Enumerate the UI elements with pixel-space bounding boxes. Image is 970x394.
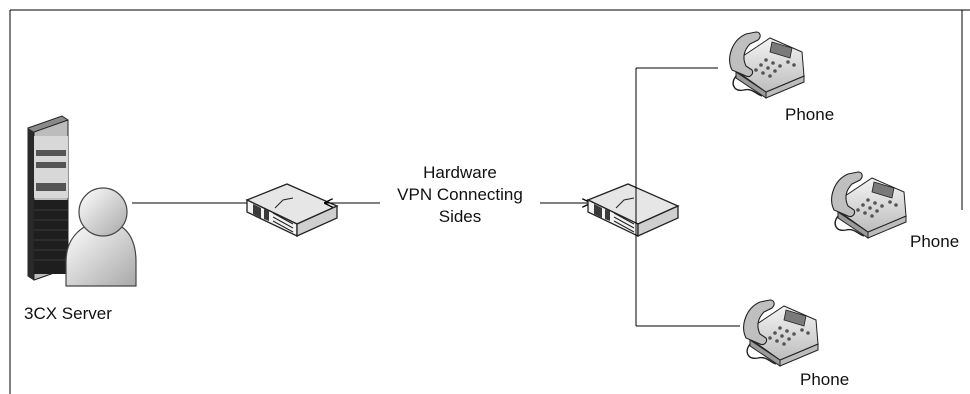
vpn-label-line-3: Sides xyxy=(438,207,482,226)
phone-2-icon xyxy=(830,171,907,239)
vpn-device-left-icon xyxy=(246,183,338,237)
phone-3-label: Phone xyxy=(800,370,850,389)
vpn-label: Hardware VPN Connecting Sides xyxy=(380,162,540,228)
vpn-label-line-2: VPN Connecting xyxy=(380,184,540,206)
vpn-device-right-icon xyxy=(587,183,679,237)
vpn-label-line-1: Hardware xyxy=(423,163,497,182)
phone-3-icon xyxy=(742,299,819,367)
phone-2-label: Phone xyxy=(910,232,960,251)
phone-1-icon xyxy=(728,31,805,99)
server-label: 3CX Server xyxy=(24,304,112,323)
server-icon xyxy=(27,115,69,281)
user-icon xyxy=(65,187,137,287)
phone-1-label: Phone xyxy=(785,105,835,124)
